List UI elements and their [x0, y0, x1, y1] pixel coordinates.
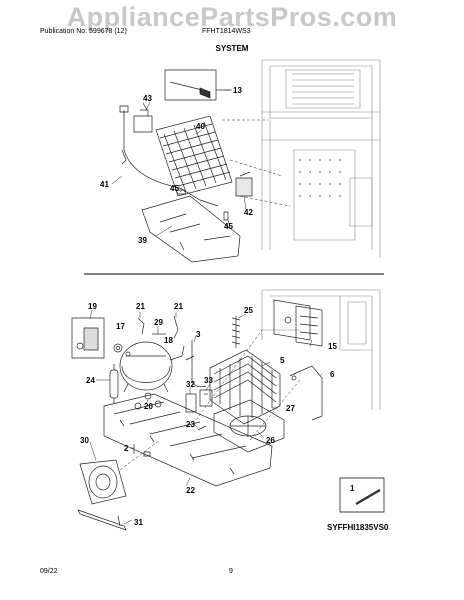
callout-41: 41	[100, 180, 109, 189]
watermark: AppliancePartsPros.com	[66, 2, 398, 32]
callout-43: 43	[143, 94, 152, 103]
callout-45-lower: 45	[224, 222, 233, 231]
part-17-grommet	[113, 343, 123, 353]
model-number: FFHT1814WS3	[202, 28, 251, 35]
callout-2: 2	[124, 444, 129, 453]
callout-24: 24	[86, 376, 95, 385]
callout-19: 19	[88, 302, 97, 311]
part-19-relay	[71, 317, 105, 359]
callout-21-right: 21	[174, 302, 183, 311]
part-41-heater-wire	[119, 105, 219, 207]
callout-45-upper: 45	[170, 184, 179, 193]
callout-21-left: 21	[136, 302, 145, 311]
callout-32: 32	[186, 380, 195, 389]
part-42-sensor	[235, 171, 253, 197]
publication-number: Publication No: 599678 (12)	[40, 28, 127, 35]
part-18-compressor	[119, 341, 185, 393]
part-39-cover	[141, 195, 241, 263]
part-25-drain-tube	[231, 316, 241, 348]
part-6-bracket	[289, 365, 323, 421]
leader-lines	[89, 89, 323, 525]
callout-6: 6	[330, 370, 335, 379]
callout-18: 18	[164, 336, 173, 345]
callout-3: 3	[196, 330, 201, 339]
guide-lines-top	[222, 119, 291, 207]
cabinet-top-outline	[261, 59, 381, 258]
part-40-evaporator	[155, 115, 233, 197]
part-24-drier	[109, 364, 119, 404]
part-15-control-board	[273, 299, 323, 347]
part-23-screw	[197, 425, 207, 431]
callout-29: 29	[154, 318, 163, 327]
guide-lines-bottom	[119, 329, 301, 471]
callout-40: 40	[196, 122, 205, 131]
part-5-condenser	[209, 349, 281, 425]
callout-39: 39	[138, 236, 147, 245]
callout-17: 17	[116, 322, 125, 331]
callout-1: 1	[350, 484, 355, 493]
part-32-bracket	[185, 393, 197, 413]
callout-20: 20	[144, 402, 153, 411]
section-title: SYSTEM	[215, 44, 249, 53]
callout-26: 26	[266, 436, 275, 445]
part-3-tube	[185, 340, 207, 388]
part-1-box	[339, 477, 385, 513]
diagram-code: SYFFHI1835VS0	[327, 523, 389, 532]
part-30-fan-housing	[79, 459, 127, 505]
part-26-fan-shroud	[213, 399, 285, 453]
callout-13: 13	[233, 86, 242, 95]
part-33-bracket	[199, 389, 213, 407]
callout-31: 31	[134, 518, 143, 527]
callout-22: 22	[186, 486, 195, 495]
callout-23: 23	[186, 420, 195, 429]
footer-page-number: 9	[229, 568, 233, 575]
part-13-strip	[164, 69, 230, 101]
cabinet-bottom-outline	[261, 289, 381, 410]
callout-27: 27	[286, 404, 295, 413]
part-31-rail	[77, 509, 127, 531]
footer-date: 09/22	[40, 568, 58, 575]
callout-33: 33	[204, 376, 213, 385]
part-2-screws	[133, 444, 151, 457]
cabinet-perforations	[299, 159, 341, 197]
callout-15: 15	[328, 342, 337, 351]
callout-5: 5	[280, 356, 285, 365]
callout-30: 30	[80, 436, 89, 445]
part-21-wires	[137, 315, 179, 339]
part-43-damper	[133, 102, 153, 133]
part-22-base-plate	[103, 393, 273, 487]
callout-25: 25	[244, 306, 253, 315]
callout-42: 42	[244, 208, 253, 217]
